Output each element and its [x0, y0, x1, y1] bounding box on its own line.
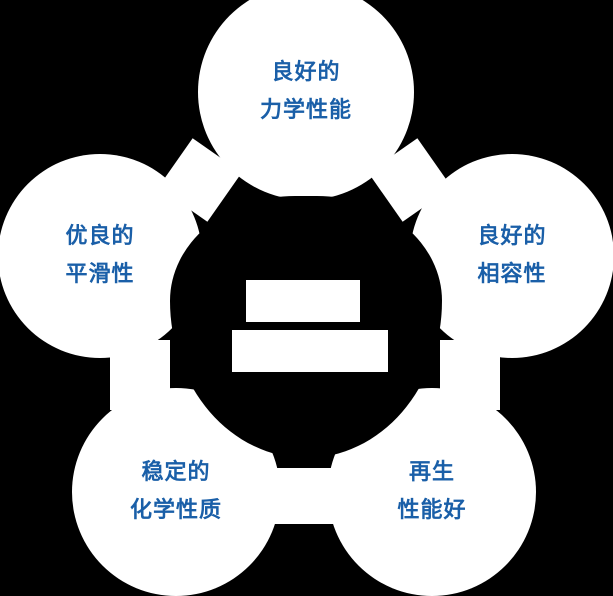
node-label-line2: 相容性 [477, 262, 547, 287]
node-label-line1: 优良的 [65, 224, 135, 249]
center-hub [170, 196, 442, 458]
node-label-line1: 稳定的 [141, 460, 211, 485]
node-smoothness: 优良的 平滑性 [0, 154, 202, 358]
node-label-line1: 再生 [408, 460, 455, 485]
node-label-line1: 良好的 [477, 224, 547, 249]
center-title-block-2 [232, 330, 388, 372]
node-label-line1: 良好的 [271, 60, 341, 85]
node-mechanical-properties: 良好的 力学性能 [198, 0, 414, 200]
center-title-block-1 [246, 280, 360, 322]
node-label-line2: 力学性能 [259, 98, 352, 123]
node-compatibility: 良好的 相容性 [410, 154, 613, 358]
node-label-line2: 平滑性 [65, 262, 135, 287]
node-label-line2: 性能好 [397, 498, 467, 523]
node-label-line2: 化学性质 [129, 498, 222, 523]
